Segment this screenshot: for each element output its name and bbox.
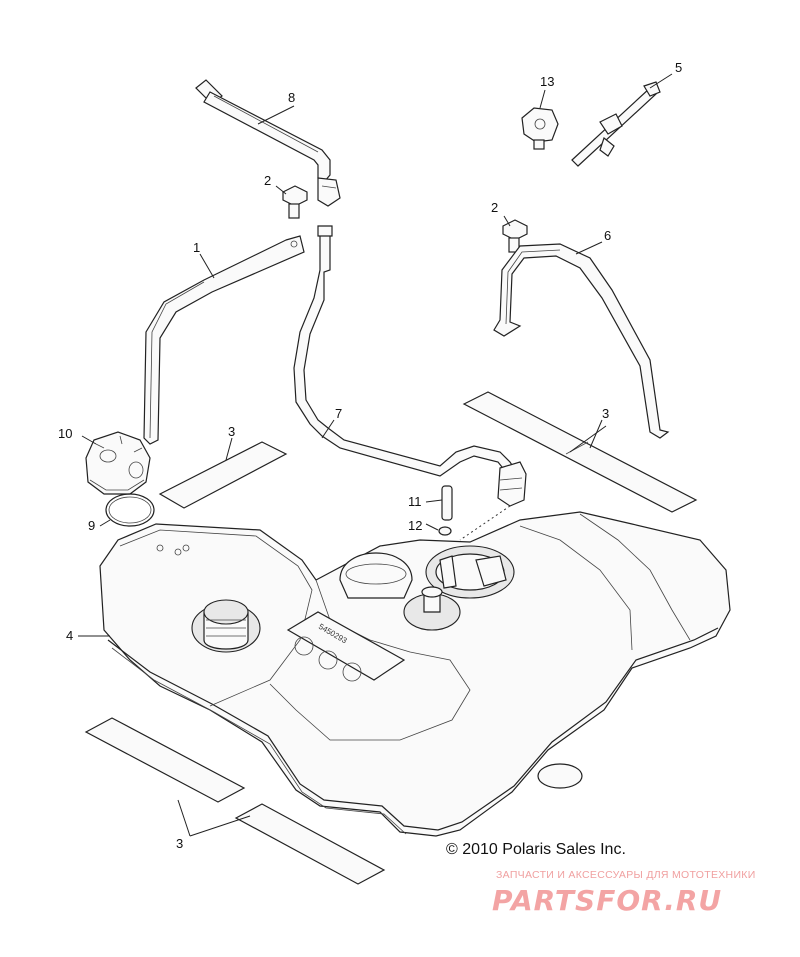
callout-2-left: 2: [264, 173, 271, 188]
vent-hose-part-8: [195, 79, 341, 207]
callout-3-lower: 3: [176, 836, 183, 851]
cable-tie-part-5: [571, 81, 661, 167]
o-ring-part-9: [105, 493, 155, 527]
callout-12: 12: [408, 518, 422, 533]
callout-13: 13: [540, 74, 554, 89]
callout-labels: 1 2 2 3 3 3 4 5 6 7 8 9 10 11 12 13: [58, 60, 682, 851]
fuel-cap-part-10: [85, 431, 151, 495]
leader-lines: [78, 73, 673, 837]
callout-3-upper-left: 3: [228, 424, 235, 439]
tank-strap-part-6: [493, 243, 670, 439]
copyright-text: © 2010 Polaris Sales Inc.: [446, 841, 626, 858]
ring-part-12: [438, 526, 452, 536]
callout-2-right: 2: [491, 200, 498, 215]
watermark-tagline: ЗАПЧАСТИ И АКСЕССУАРЫ ДЛЯ МОТОТЕХНИКИ: [496, 869, 756, 881]
callout-6: 6: [604, 228, 611, 243]
callout-3-upper-right: 3: [602, 406, 609, 421]
pad-part-3-upper-right: [462, 391, 698, 513]
assembly-dashed-line: [459, 505, 511, 541]
clip-part-13: [521, 107, 559, 150]
pad-part-3-lower-mid: [234, 803, 386, 885]
callout-10: 10: [58, 426, 72, 441]
callout-8: 8: [288, 90, 295, 105]
callout-4: 4: [66, 628, 73, 643]
watermark-brand: PARTSFOR.RU: [492, 884, 722, 917]
tank-strap-part-1: [143, 235, 305, 445]
pad-part-3-lower-left: [84, 717, 246, 803]
callout-7: 7: [335, 406, 342, 421]
callout-1: 1: [193, 240, 200, 255]
fuel-tank-part-4: 5450293: [99, 511, 731, 837]
callout-9: 9: [88, 518, 95, 533]
pad-part-3-upper-left: [158, 441, 288, 509]
bolt-part-2-left: [282, 185, 308, 219]
fuel-line-part-7: [293, 225, 527, 507]
callout-11: 11: [408, 494, 422, 509]
tube-part-11: [441, 485, 453, 521]
callout-5: 5: [675, 60, 682, 75]
